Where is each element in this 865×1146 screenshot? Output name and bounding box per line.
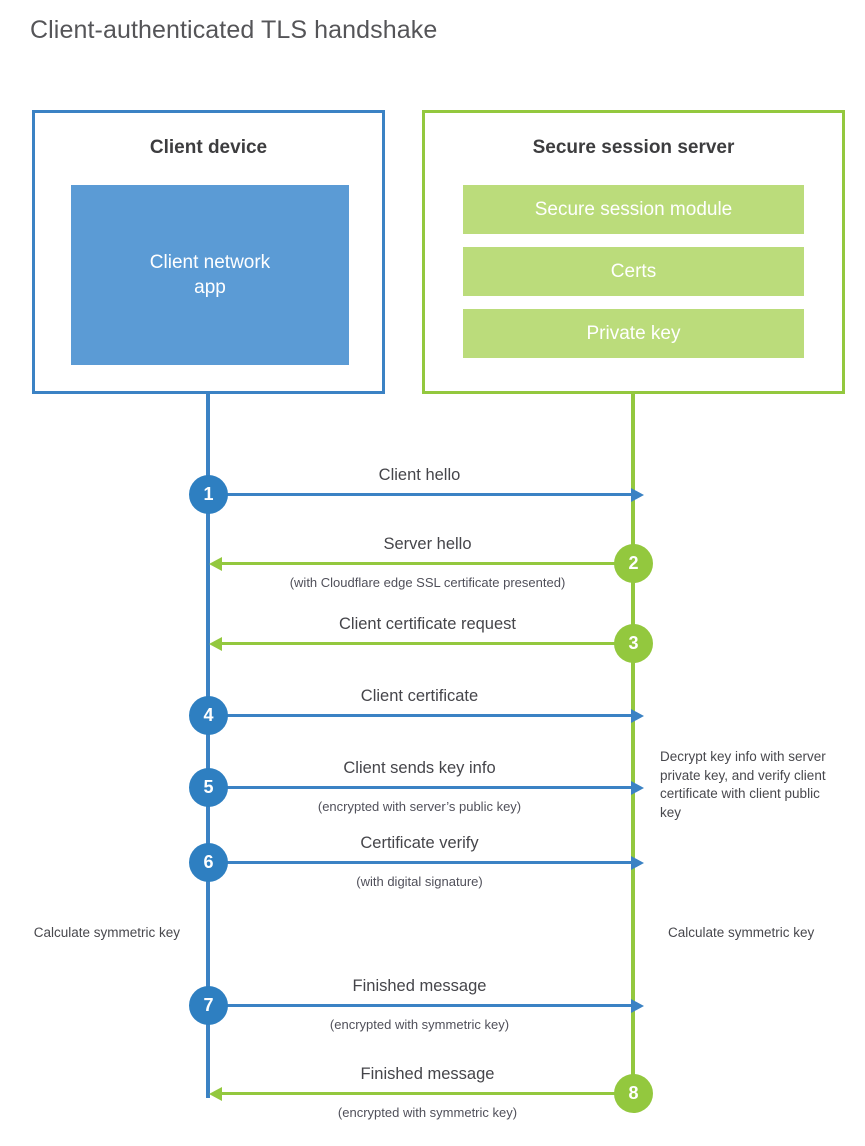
- step-number-7[interactable]: 7: [189, 986, 228, 1025]
- step-8-number: 8: [628, 1083, 639, 1103]
- step-number-2[interactable]: 2: [614, 544, 653, 583]
- server-component-secure-session-module: Secure session module: [463, 185, 804, 234]
- note-calculate-symmetric-key-client: Calculate symmetric key: [33, 925, 180, 940]
- step-number-5[interactable]: 5: [189, 768, 228, 807]
- arrow-head-right-icon: [631, 781, 644, 795]
- arrow-head-left-icon: [209, 557, 222, 571]
- secure-session-server-title: Secure session server: [532, 137, 735, 158]
- server-component-certs: Certs: [463, 247, 804, 296]
- step-1-number: 1: [203, 484, 214, 504]
- step-number-1[interactable]: 1: [189, 475, 228, 514]
- client-network-app-block: Client network app: [71, 185, 349, 365]
- step-3-number: 3: [628, 633, 639, 653]
- step-number-4[interactable]: 4: [189, 696, 228, 735]
- arrow-head-right-icon: [631, 488, 644, 502]
- step-number-6[interactable]: 6: [189, 843, 228, 882]
- message-5-sublabel: (encrypted with server’s public key): [317, 799, 522, 814]
- step-4-number: 4: [203, 705, 214, 725]
- arrow-head-left-icon: [209, 637, 222, 651]
- note-calculate-symmetric-key-server: Calculate symmetric key: [668, 925, 815, 940]
- message-8-sublabel: (encrypted with symmetric key): [337, 1105, 518, 1120]
- page-title: Client-authenticated TLS handshake: [30, 16, 438, 44]
- message-6-sublabel: (with digital signature): [356, 874, 483, 889]
- server-component-list: Secure session module Certs Private key: [463, 185, 804, 371]
- message-3-label: Client certificate request: [339, 615, 516, 633]
- arrow-head-right-icon: [631, 999, 644, 1013]
- message-2-label: Server hello: [383, 535, 472, 553]
- client-app-label-line2: app: [194, 277, 226, 298]
- secure-session-server-box: Secure session server Secure session mod…: [422, 110, 845, 394]
- client-device-title: Client device: [149, 137, 268, 158]
- arrow-head-left-icon: [209, 1087, 222, 1101]
- message-7-sublabel: (encrypted with symmetric key): [329, 1017, 510, 1032]
- message-5-label: Client sends key info: [343, 759, 496, 777]
- arrow-head-right-icon: [631, 856, 644, 870]
- message-7-label: Finished message: [352, 977, 487, 995]
- message-8-label: Finished message: [360, 1065, 495, 1083]
- client-app-label-line1: Client network: [149, 251, 271, 273]
- client-device-box: Client device Client network app: [32, 110, 385, 394]
- message-6-label: Certificate verify: [360, 834, 479, 852]
- server-component-private-key: Private key: [463, 309, 804, 358]
- step-7-number: 7: [203, 995, 214, 1015]
- step-2-number: 2: [628, 553, 639, 573]
- step-number-8[interactable]: 8: [614, 1074, 653, 1113]
- step-5-number: 5: [203, 777, 214, 797]
- note-decrypt-key-info: Decrypt key info with server private key…: [660, 749, 826, 820]
- step-6-number: 6: [203, 852, 214, 872]
- arrow-head-right-icon: [631, 709, 644, 723]
- message-2-sublabel: (with Cloudflare edge SSL certificate pr…: [289, 575, 566, 590]
- client-lifeline: [206, 392, 210, 1098]
- message-4-label: Client certificate: [360, 687, 479, 705]
- message-1-label: Client hello: [378, 466, 461, 484]
- server-lifeline: [631, 392, 635, 1094]
- step-number-3[interactable]: 3: [614, 624, 653, 663]
